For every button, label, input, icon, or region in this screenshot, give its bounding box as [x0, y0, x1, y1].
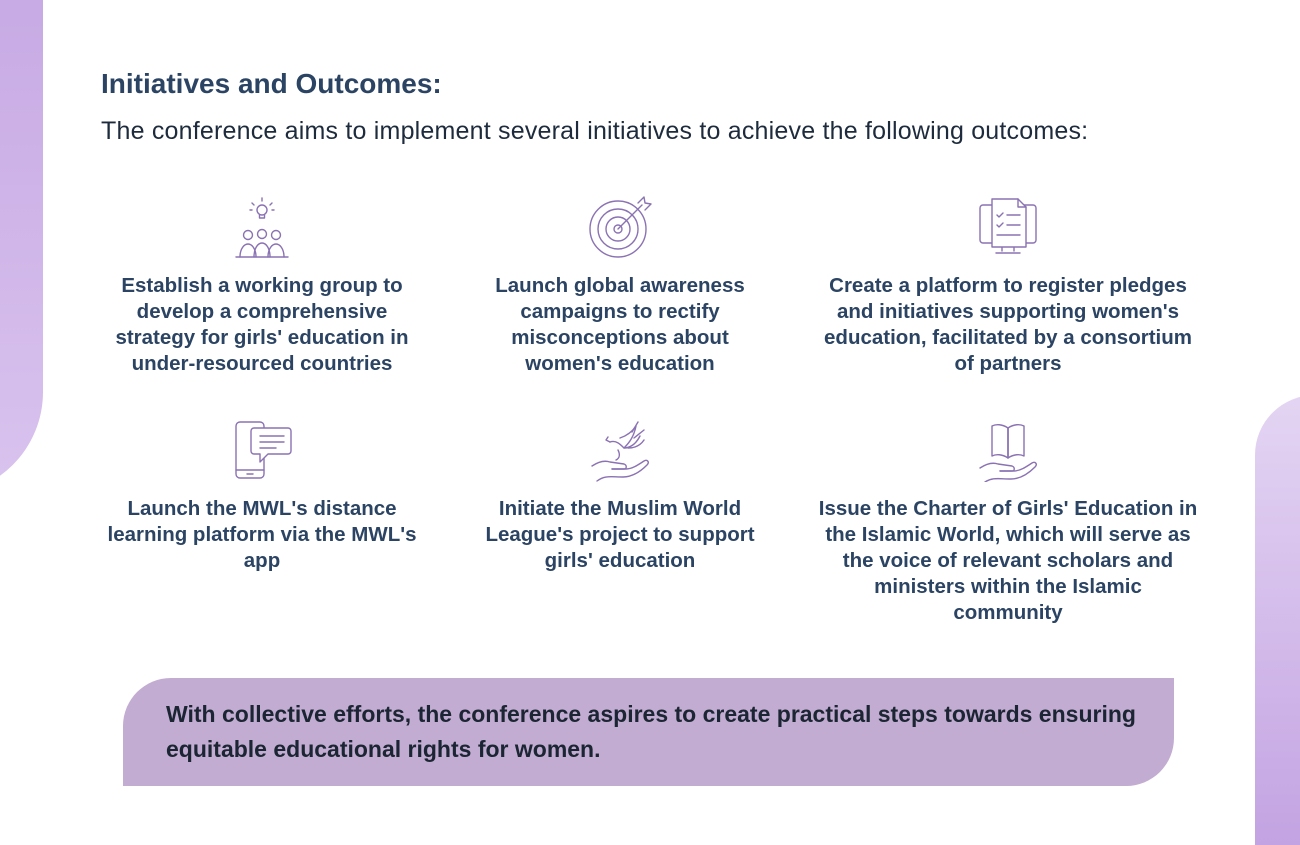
initiative-item: Create a platform to register pledges an…: [818, 195, 1198, 395]
left-decorative-shape: [0, 0, 43, 495]
initiative-text: Launch global awareness campaigns to rec…: [495, 274, 745, 375]
book-hand-icon: [976, 418, 1040, 482]
initiative-text: Initiate the Muslim World League's proje…: [485, 497, 755, 572]
initiative-text: Issue the Charter of Girls' Education in…: [818, 497, 1198, 624]
initiative-item: Launch global awareness campaigns to rec…: [470, 195, 770, 395]
initiative-item: Initiate the Muslim World League's proje…: [470, 418, 770, 608]
initiative-item: Issue the Charter of Girls' Education in…: [818, 418, 1198, 638]
intro-text: The conference aims to implement several…: [101, 117, 1089, 145]
dove-hand-icon: [588, 418, 652, 482]
monitor-checklist-icon: [976, 195, 1040, 259]
initiative-text: Establish a working group to develop a c…: [115, 274, 409, 375]
conclusion-callout: With collective efforts, the conference …: [123, 678, 1174, 786]
phone-message-icon: [230, 418, 294, 482]
initiative-text: Create a platform to register pledges an…: [824, 274, 1192, 375]
right-decorative-shape: [1255, 395, 1300, 845]
target-icon: [588, 195, 652, 259]
team-idea-icon: [230, 195, 294, 259]
initiative-text: Launch the MWL's distance learning platf…: [107, 497, 417, 572]
callout-text: With collective efforts, the conference …: [166, 701, 1136, 762]
section-heading: Initiatives and Outcomes:: [101, 68, 442, 99]
initiative-item: Establish a working group to develop a c…: [102, 195, 422, 395]
initiative-item: Launch the MWL's distance learning platf…: [102, 418, 422, 608]
